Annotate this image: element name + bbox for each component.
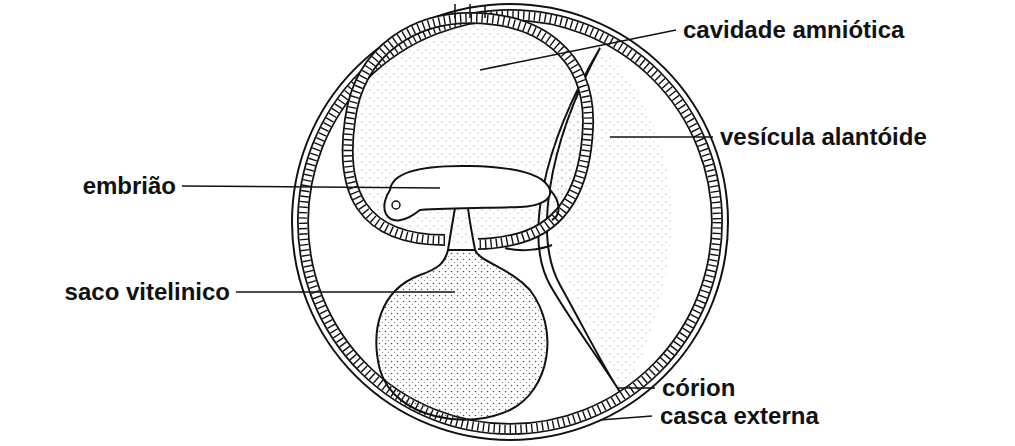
part-label: casca externa xyxy=(660,402,819,430)
part-label: córion xyxy=(662,374,735,402)
amnion-attachment xyxy=(455,4,485,18)
chorion-band xyxy=(303,15,717,429)
embryo-tail xyxy=(550,190,559,220)
part-label: vesícula alantóide xyxy=(720,123,927,151)
embryo-eye xyxy=(392,201,400,209)
embryo xyxy=(384,166,550,220)
umbilical-stalk xyxy=(448,208,475,250)
leader-lines xyxy=(182,30,713,420)
part-label: saco vitelinico xyxy=(65,278,230,306)
yolk-sac xyxy=(376,250,547,420)
part-label: cavidade amniótica xyxy=(683,16,904,44)
part-label: embrião xyxy=(83,172,176,200)
